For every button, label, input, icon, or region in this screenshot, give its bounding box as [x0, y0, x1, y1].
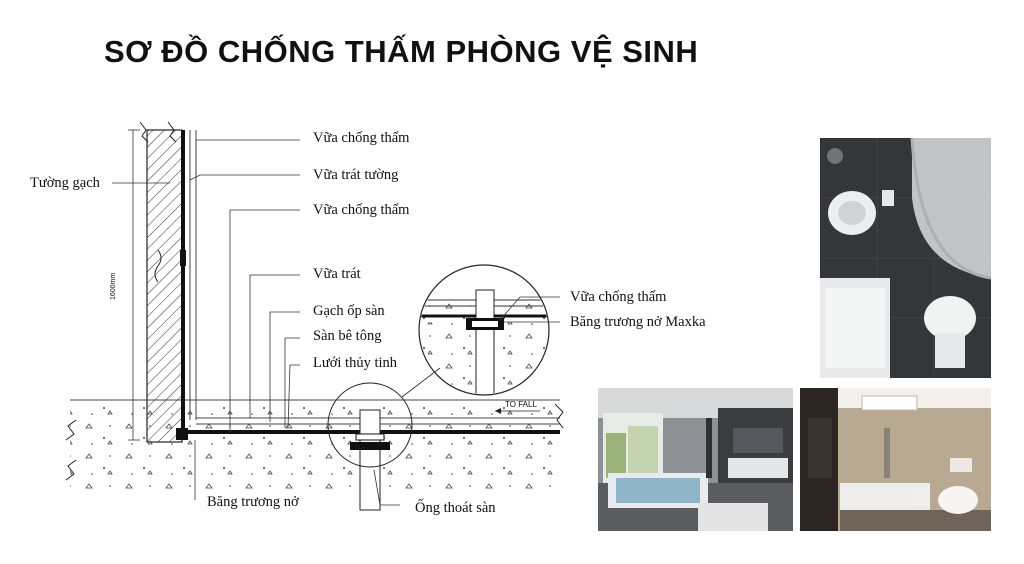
label-vua-chong-tham-top: Vữa chống thấm	[313, 130, 410, 146]
label-detail-bang-truong-no-maxka: Băng trương nở Maxka	[570, 314, 706, 330]
label-gach-op-san: Gạch ốp sàn	[313, 303, 385, 319]
label-detail-vua-chong-tham: Vữa chống thấm	[570, 289, 667, 305]
floor-drain-pipe	[350, 409, 390, 511]
bathroom-skylight-photo	[800, 388, 991, 531]
wall-plaster-layers	[180, 130, 197, 430]
label-san-be-tong: Sàn bê tông	[313, 328, 382, 344]
concrete-floor-slab	[65, 399, 564, 492]
bathroom-bathtub-window-photo	[598, 388, 793, 531]
label-vua-trat: Vữa trát	[313, 266, 361, 282]
detail-magnification	[418, 264, 550, 396]
brick-wall	[139, 121, 183, 443]
page-title: SƠ ĐỒ CHỐNG THẤM PHÒNG VỆ SINH	[104, 34, 699, 69]
leader-lines	[112, 139, 560, 506]
label-dimension: 1600mm	[110, 272, 117, 300]
label-vua-chong-tham-middle: Vữa chống thấm	[313, 202, 410, 218]
label-to-fall: TO FALL	[505, 400, 537, 409]
label-tuong-gach: Tường gạch	[30, 175, 100, 191]
label-luoi-thuy-tinh: Lưới thủy tinh	[313, 355, 397, 371]
label-vua-trat-tuong: Vữa trát tường	[313, 167, 399, 183]
label-bang-truong-no: Băng trương nở	[207, 494, 299, 510]
bathroom-top-view-photo	[820, 138, 991, 378]
dimension-line	[128, 129, 140, 441]
label-ong-thoat-san: Ống thoát sàn	[415, 500, 496, 516]
